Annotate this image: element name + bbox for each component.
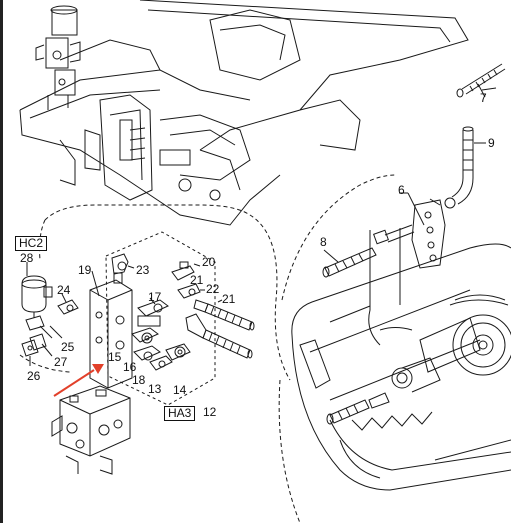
callout-9: 9 xyxy=(488,136,495,150)
page-edge xyxy=(0,0,3,523)
fitting-13 xyxy=(149,355,173,371)
fitting-24 xyxy=(57,293,79,315)
callout-26: 26 xyxy=(27,369,41,383)
callout-17: 17 xyxy=(148,290,162,304)
top-valve-assembly xyxy=(35,5,81,110)
callout-24: 24 xyxy=(57,283,71,297)
callout-21-lower: 21 xyxy=(222,292,236,306)
fitting-27 xyxy=(29,333,53,357)
callout-7: 7 xyxy=(480,91,487,105)
callout-25: 25 xyxy=(61,340,75,354)
callout-15: 15 xyxy=(108,350,122,364)
fitting-26 xyxy=(21,339,39,366)
fitting-17 xyxy=(137,297,169,327)
label-ha3: HA3 xyxy=(164,406,196,421)
hose-9 xyxy=(451,126,486,205)
hose-8 xyxy=(322,247,377,278)
hose-7 xyxy=(456,63,506,98)
callout-27: 27 xyxy=(54,355,68,369)
callout-28: 28 xyxy=(20,251,34,265)
fitting-25 xyxy=(25,315,63,339)
elbow-21-upper xyxy=(171,261,201,281)
callout-22: 22 xyxy=(206,282,220,296)
fitting-14 xyxy=(165,343,191,361)
track-hose xyxy=(326,392,390,425)
callout-16: 16 xyxy=(123,360,137,374)
bracket-6 xyxy=(373,192,456,269)
fitting-16 xyxy=(131,327,159,344)
callout-20: 20 xyxy=(202,255,216,269)
callout-19: 19 xyxy=(78,263,92,277)
lower-valve-block xyxy=(51,385,131,475)
callout-18: 18 xyxy=(132,373,146,387)
manifold-block-19 xyxy=(89,270,133,389)
dashed-region-left xyxy=(19,204,291,381)
leader-lines xyxy=(399,87,497,194)
fitting-22 xyxy=(177,283,205,299)
dashed-region-right xyxy=(278,174,396,523)
callout-21-upper: 21 xyxy=(190,273,204,287)
callout-13: 13 xyxy=(148,382,162,396)
track-frame xyxy=(291,228,511,491)
callout-14: 14 xyxy=(173,383,187,397)
label-hc2: HC2 xyxy=(15,236,48,251)
fitting-18 xyxy=(133,345,161,361)
fitting-23 xyxy=(111,253,135,284)
callout-23: 23 xyxy=(136,263,150,277)
callout-6: 6 xyxy=(398,183,405,197)
hose-21-lower xyxy=(185,313,253,359)
red-pointer-arrow xyxy=(53,364,104,397)
sensor-28 xyxy=(21,262,53,318)
machine-frame xyxy=(19,0,469,226)
hose-21-upper xyxy=(193,299,255,331)
callout-12: 12 xyxy=(203,405,217,419)
dashed-group-ha3 xyxy=(105,231,216,406)
callout-8: 8 xyxy=(320,235,327,249)
